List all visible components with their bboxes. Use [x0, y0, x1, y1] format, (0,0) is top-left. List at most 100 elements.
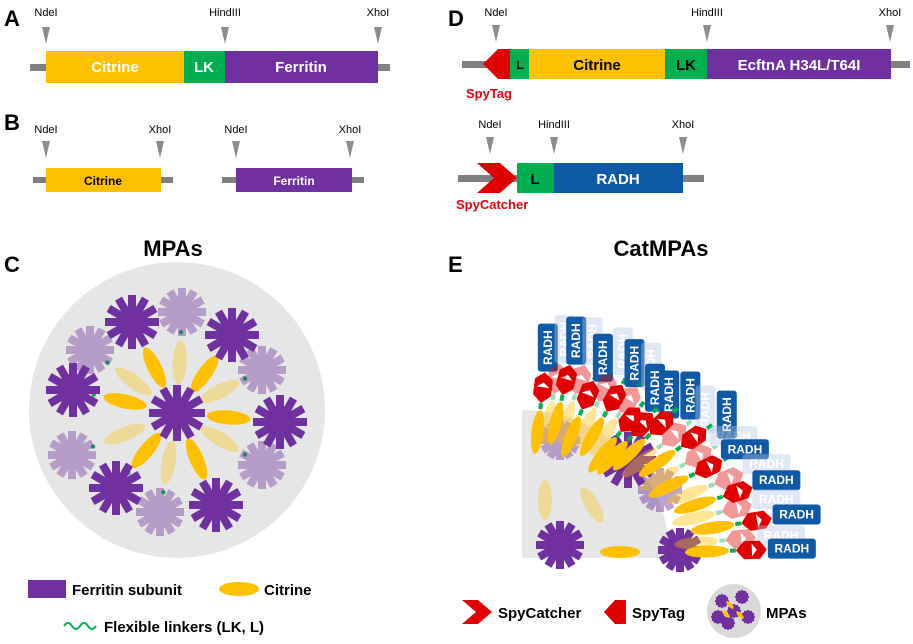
legend-spytag: SpyTag: [604, 600, 685, 624]
citrine-label: Citrine: [573, 57, 621, 74]
spycatcher-icon: [703, 455, 723, 476]
ferritin-core: [82, 342, 98, 358]
mini-ferritin: [710, 609, 726, 625]
ferritin-label: Ferritin: [275, 59, 327, 76]
linker-dot: [685, 419, 693, 427]
radh-box: RADH: [592, 333, 613, 382]
linker-dot: [651, 406, 659, 414]
ferritin-spoke: [68, 431, 76, 455]
linker-block: [665, 49, 707, 79]
ferritin-core: [254, 457, 270, 473]
site-ndei: NdeI: [478, 119, 502, 154]
ferritin-spoke: [624, 432, 632, 460]
linker-dot: [550, 393, 556, 401]
spytag-icon: [725, 529, 742, 549]
linker-label: LK: [194, 59, 214, 76]
ferritin-spoke: [715, 593, 726, 603]
citrine-ellipse: [666, 484, 708, 505]
ferritin-spoke: [86, 350, 94, 374]
legend-citrine: Citrine: [219, 582, 312, 599]
citrine-ellipse: [190, 355, 219, 393]
ferritin-spoke: [262, 461, 286, 469]
ferritin-core: [720, 599, 724, 603]
linker-dot: [638, 400, 646, 408]
site-label: HindIII: [209, 7, 241, 19]
linker-dot: [715, 509, 723, 516]
ferritin-core: [107, 479, 125, 497]
ferritin-spoke: [159, 296, 184, 316]
radh-rect: [752, 489, 801, 510]
citrine-ellipse: [199, 379, 240, 404]
ferritin-spoke: [178, 310, 198, 335]
ferritin-spoke: [228, 308, 236, 335]
ferritin-spoke: [721, 615, 732, 625]
ferritin-spoke: [158, 496, 183, 516]
ferritin-spoke: [258, 463, 278, 488]
linker-dot: [242, 452, 248, 457]
citrine-icon: [219, 582, 259, 596]
site-label: NdeI: [34, 124, 57, 136]
ferritin-spoke: [173, 385, 181, 413]
site-ndei: NdeI: [34, 124, 58, 158]
radh-rect: [720, 439, 769, 460]
ferritin-spoke: [556, 420, 564, 440]
spycatcher-icon: [749, 540, 767, 560]
spycatcher-icon: [634, 412, 655, 432]
ferritin-core: [271, 413, 289, 431]
mini-ferritin: [714, 593, 730, 609]
linker-dot: [571, 393, 578, 401]
ferritin-spoke: [556, 440, 564, 460]
linker-dot: [735, 521, 742, 527]
catmpa-arm: RADH: [530, 323, 558, 454]
linker-dot: [707, 482, 716, 489]
linker-dot: [636, 380, 643, 388]
mpa-icon-detail: [710, 589, 756, 631]
linker-dot: [583, 357, 589, 365]
ferritin-spoke: [258, 368, 278, 393]
construct-a: Citrine LK Ferritin NdeI HindIII XhoI: [30, 7, 390, 83]
spytag-icon: [735, 540, 753, 560]
catmpa-arm: RADH: [612, 371, 701, 471]
spytag-icon: [602, 393, 623, 412]
ferritin-spoke: [676, 550, 684, 572]
spycatcher-icon: [687, 425, 707, 447]
catmpa-arm: RADH: [596, 370, 680, 475]
ferritin-faded: [66, 326, 114, 374]
radh-rect: [695, 385, 716, 434]
site-label: NdeI: [224, 124, 247, 136]
radh-label: RADH: [728, 442, 763, 456]
radh-box: RADH: [680, 371, 701, 420]
citrine-ellipse: [103, 393, 147, 410]
ferritin: [105, 295, 159, 349]
citrine-label: Citrine: [84, 174, 122, 188]
linker-dot: [242, 376, 248, 381]
site-xhoi: XhoI: [367, 7, 389, 44]
linker-dot: [614, 411, 622, 420]
ferritin-spoke: [72, 451, 96, 459]
ferritin-core: [64, 381, 82, 399]
site-label: NdeI: [478, 119, 501, 131]
ferritin-spoke: [556, 545, 564, 569]
radh-label: RADH: [749, 457, 784, 471]
ferritin-spoke: [70, 451, 95, 471]
construct-b-ferritin: Ferritin NdeI XhoI: [222, 124, 364, 192]
catmpa-arm: RADH: [684, 538, 816, 560]
radh-rect: [680, 371, 701, 420]
ferritin-spoke: [246, 368, 266, 393]
citrine-ellipse: [612, 438, 646, 471]
site-marker-icon: [492, 25, 500, 42]
spycatcher-icon: [653, 411, 674, 432]
citrine-ellipse: [722, 610, 730, 618]
linker-dot: [178, 330, 184, 335]
spycatcher-icon: [733, 480, 753, 502]
ferritin-spoke: [137, 496, 162, 516]
ferritin-spoke: [228, 335, 236, 362]
ferritin-spoke: [178, 289, 198, 314]
ferritin-spoke: [238, 461, 262, 469]
radh-box: RADH: [566, 316, 587, 365]
ferritin-spoke: [239, 449, 264, 469]
citrine-ellipse: [131, 432, 162, 469]
ferritin-spoke: [49, 451, 74, 471]
site-ndei: NdeI: [224, 124, 248, 158]
site-ndei: NdeI: [484, 7, 508, 42]
